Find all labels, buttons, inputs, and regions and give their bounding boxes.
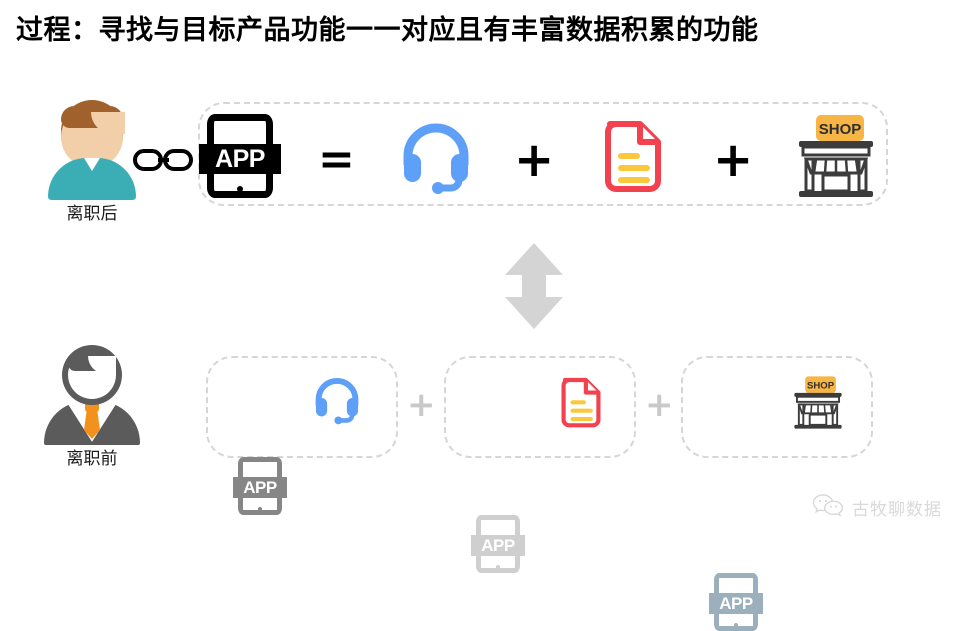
shop-icon-label: SHOP xyxy=(807,380,835,391)
app-icon-gray-1: APP xyxy=(232,457,288,515)
document-icon xyxy=(558,375,604,431)
page-title: 过程：寻找与目标产品功能一一对应且有丰富数据积累的功能 xyxy=(16,15,759,45)
benchmark-group-shop xyxy=(681,356,873,458)
benchmark-group-customer-service xyxy=(206,356,398,458)
watermark-text: 古牧聊数据 xyxy=(852,500,942,519)
app-icon-label: APP xyxy=(232,477,288,498)
avatar-person-gray xyxy=(40,345,144,445)
benchmark-group-document xyxy=(444,356,636,458)
shop-icon-label: SHOP xyxy=(819,121,862,138)
avatar-person-color xyxy=(40,100,144,200)
app-icon-label: APP xyxy=(708,593,764,614)
person-before-label: 离职前 xyxy=(66,449,118,468)
app-icon-gray-2: APP xyxy=(470,515,526,573)
person-before-block: 离职前 xyxy=(32,345,152,469)
up-down-arrow xyxy=(503,243,565,329)
chain-link-icon xyxy=(132,146,194,174)
wechat-watermark: 古牧聊数据 xyxy=(812,493,942,522)
plus-operator-bottom-1: + xyxy=(407,385,436,425)
document-icon xyxy=(600,117,666,197)
target-product-equation xyxy=(198,102,888,206)
person-after-label: 离职后 xyxy=(66,204,118,223)
plus-operator-bottom-2: + xyxy=(645,385,674,425)
app-icon-target: APP xyxy=(199,114,281,198)
app-icon-gray-3: APP xyxy=(708,573,764,631)
app-icon-label: APP xyxy=(470,535,526,556)
headset-icon xyxy=(312,375,362,425)
app-icon-label: APP xyxy=(199,144,281,174)
wechat-icon xyxy=(812,493,844,522)
plus-operator-1: + xyxy=(514,132,555,188)
shop-icon: SHOP xyxy=(789,113,883,199)
equals-operator: = xyxy=(318,134,355,185)
shop-icon: SHOP xyxy=(788,375,848,430)
plus-operator-2: + xyxy=(713,132,754,188)
person-after-block: 离职后 xyxy=(32,100,152,224)
headset-icon xyxy=(398,120,474,194)
